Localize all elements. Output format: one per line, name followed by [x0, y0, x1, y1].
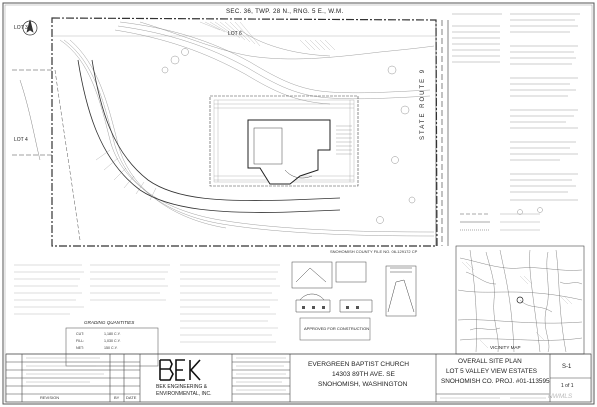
trees: [161, 48, 543, 224]
vicinity-map-roads: [457, 249, 583, 353]
sheet-title-line2: LOT 5 VALLEY VIEW ESTATES: [446, 368, 538, 375]
driveway: [77, 59, 341, 213]
section-line: SEC. 36, TWP. 28 N., RNG. 5 E., W.M.: [226, 8, 344, 15]
state-route: [435, 20, 449, 246]
project-city: SNOHOMISH, WASHINGTON: [318, 381, 408, 388]
parking-stalls: [336, 125, 352, 155]
firm-logo: [159, 359, 201, 381]
project-address: 14303 89TH AVE. SE: [332, 371, 395, 378]
sheet-title-line1: OVERALL SITE PLAN: [458, 358, 522, 365]
grading-title: GRADING QUANTITIES: [84, 320, 135, 325]
approval-stamp-box: [299, 317, 371, 341]
grading-quantities-box: [65, 327, 159, 367]
grading-cut-label: CUT:: [76, 332, 84, 336]
sheet-title-line3: SNOHOMISH CO. PROJ. #01-113595: [441, 378, 550, 385]
approval-label: APPROVED FOR CONSTRUCTION: [304, 326, 370, 331]
grading-fill-label: FILL:: [76, 339, 85, 343]
building-footprint: [247, 119, 331, 185]
lot6-label: LOT 6: [228, 31, 242, 37]
lot3-label: LOT 3: [14, 25, 28, 31]
project-name: EVERGREEN BAPTIST CHURCH: [308, 361, 409, 368]
nwmls-watermark: NWMLS: [548, 393, 573, 400]
vicinity-map-title: VICINITY MAP: [490, 345, 521, 350]
sheet-count: 1 of 1: [561, 383, 574, 389]
grading-net-value: 150 C.Y.: [104, 346, 118, 350]
state-route-label: STATE ROUTE 9: [420, 67, 426, 140]
lot4-label: LOT 4: [14, 137, 28, 143]
firm-name-line2: ENVIRONMENTAL, INC.: [156, 391, 212, 397]
construction-details: [291, 261, 417, 317]
grading-net-label: NET:: [76, 346, 84, 350]
graded-pad: [209, 95, 359, 187]
by-col-header: BY: [114, 395, 120, 400]
property-boundary: [51, 17, 438, 247]
grading-fill-value: 1,030 C.Y.: [104, 339, 121, 343]
sheet-number: S-1: [562, 364, 572, 370]
firm-name-line1: BEK ENGINEERING &: [156, 384, 208, 390]
date-col-header: DATE: [126, 395, 137, 400]
north-arrow-icon: [22, 19, 38, 36]
revision-col-header: REVISION: [40, 395, 60, 400]
county-file-label: SNOHOMISH COUNTY FILE NO. 06-129172 CP: [330, 249, 418, 254]
grading-cut-value: 1,180 C.Y.: [104, 332, 121, 336]
contour-lines: [59, 21, 435, 237]
title-block: [5, 353, 592, 403]
